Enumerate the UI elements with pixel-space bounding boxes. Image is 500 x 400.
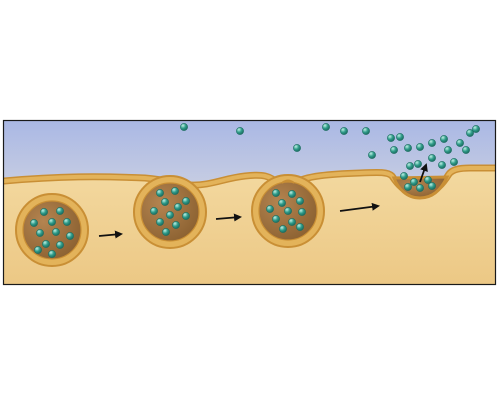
- molecule-icon: [56, 207, 64, 215]
- molecule-icon: [416, 184, 424, 192]
- molecule-icon: [396, 133, 404, 141]
- molecule-icon: [171, 187, 179, 195]
- diagram-panel: [4, 121, 495, 284]
- molecule-icon: [424, 176, 432, 184]
- molecule-icon: [182, 197, 190, 205]
- molecule-icon: [36, 229, 44, 237]
- molecule-icon: [34, 246, 42, 254]
- molecule-icon: [462, 146, 470, 154]
- molecule-icon: [440, 135, 448, 143]
- molecule-icon: [30, 219, 38, 227]
- molecule-icon: [272, 189, 280, 197]
- molecule-icon: [404, 183, 412, 191]
- molecule-icon: [444, 146, 452, 154]
- molecule-icon: [472, 125, 480, 133]
- molecule-icon: [293, 144, 301, 152]
- molecule-icon: [340, 127, 348, 135]
- arrow-icon: [98, 230, 123, 239]
- molecule-icon: [414, 160, 422, 168]
- molecule-icon: [387, 134, 395, 142]
- molecule-icon: [368, 151, 376, 159]
- molecule-icon: [156, 189, 164, 197]
- arrows: [98, 163, 428, 239]
- molecule-icon: [150, 207, 158, 215]
- molecules: [30, 123, 480, 258]
- molecule-icon: [298, 208, 306, 216]
- molecule-icon: [278, 199, 286, 207]
- molecule-icon: [400, 172, 408, 180]
- molecule-icon: [48, 250, 56, 258]
- molecule-icon: [66, 232, 74, 240]
- molecule-icon: [161, 198, 169, 206]
- molecule-icon: [279, 225, 287, 233]
- molecule-icon: [416, 143, 424, 151]
- molecule-icon: [40, 208, 48, 216]
- molecule-icon: [404, 144, 412, 152]
- molecule-icon: [284, 207, 292, 215]
- molecule-icon: [410, 178, 418, 186]
- molecule-icon: [236, 127, 244, 135]
- molecule-icon: [428, 154, 436, 162]
- molecule-icon: [172, 221, 180, 229]
- molecule-icon: [266, 205, 274, 213]
- molecule-icon: [42, 240, 50, 248]
- molecule-icon: [166, 211, 174, 219]
- vesicle-stage-1: [15, 193, 89, 267]
- molecule-icon: [428, 182, 436, 190]
- molecule-icon: [174, 203, 182, 211]
- arrow-icon: [339, 202, 380, 212]
- fusion-pore: [281, 179, 295, 184]
- molecule-icon: [162, 228, 170, 236]
- molecule-icon: [48, 218, 56, 226]
- molecule-icon: [288, 190, 296, 198]
- molecule-icon: [322, 123, 330, 131]
- arrow-icon: [419, 163, 428, 183]
- molecule-icon: [456, 139, 464, 147]
- molecule-icon: [182, 212, 190, 220]
- molecule-icon: [406, 162, 414, 170]
- molecule-icon: [450, 158, 458, 166]
- molecule-icon: [272, 215, 280, 223]
- molecule-icon: [288, 218, 296, 226]
- arrow-icon: [215, 213, 242, 222]
- cytoplasm: [4, 168, 495, 284]
- molecule-icon: [438, 161, 446, 169]
- molecule-icon: [296, 223, 304, 231]
- molecule-icon: [180, 123, 188, 131]
- molecule-icon: [52, 228, 60, 236]
- diagram-frame: [2, 119, 497, 286]
- vesicle-lumen: [22, 200, 82, 260]
- molecule-icon: [390, 146, 398, 154]
- molecule-icon: [362, 127, 370, 135]
- molecule-icon: [63, 218, 71, 226]
- molecule-icon: [428, 139, 436, 147]
- molecule-icon: [466, 129, 474, 137]
- molecule-icon: [56, 241, 64, 249]
- molecule-icon: [296, 197, 304, 205]
- molecule-icon: [156, 218, 164, 226]
